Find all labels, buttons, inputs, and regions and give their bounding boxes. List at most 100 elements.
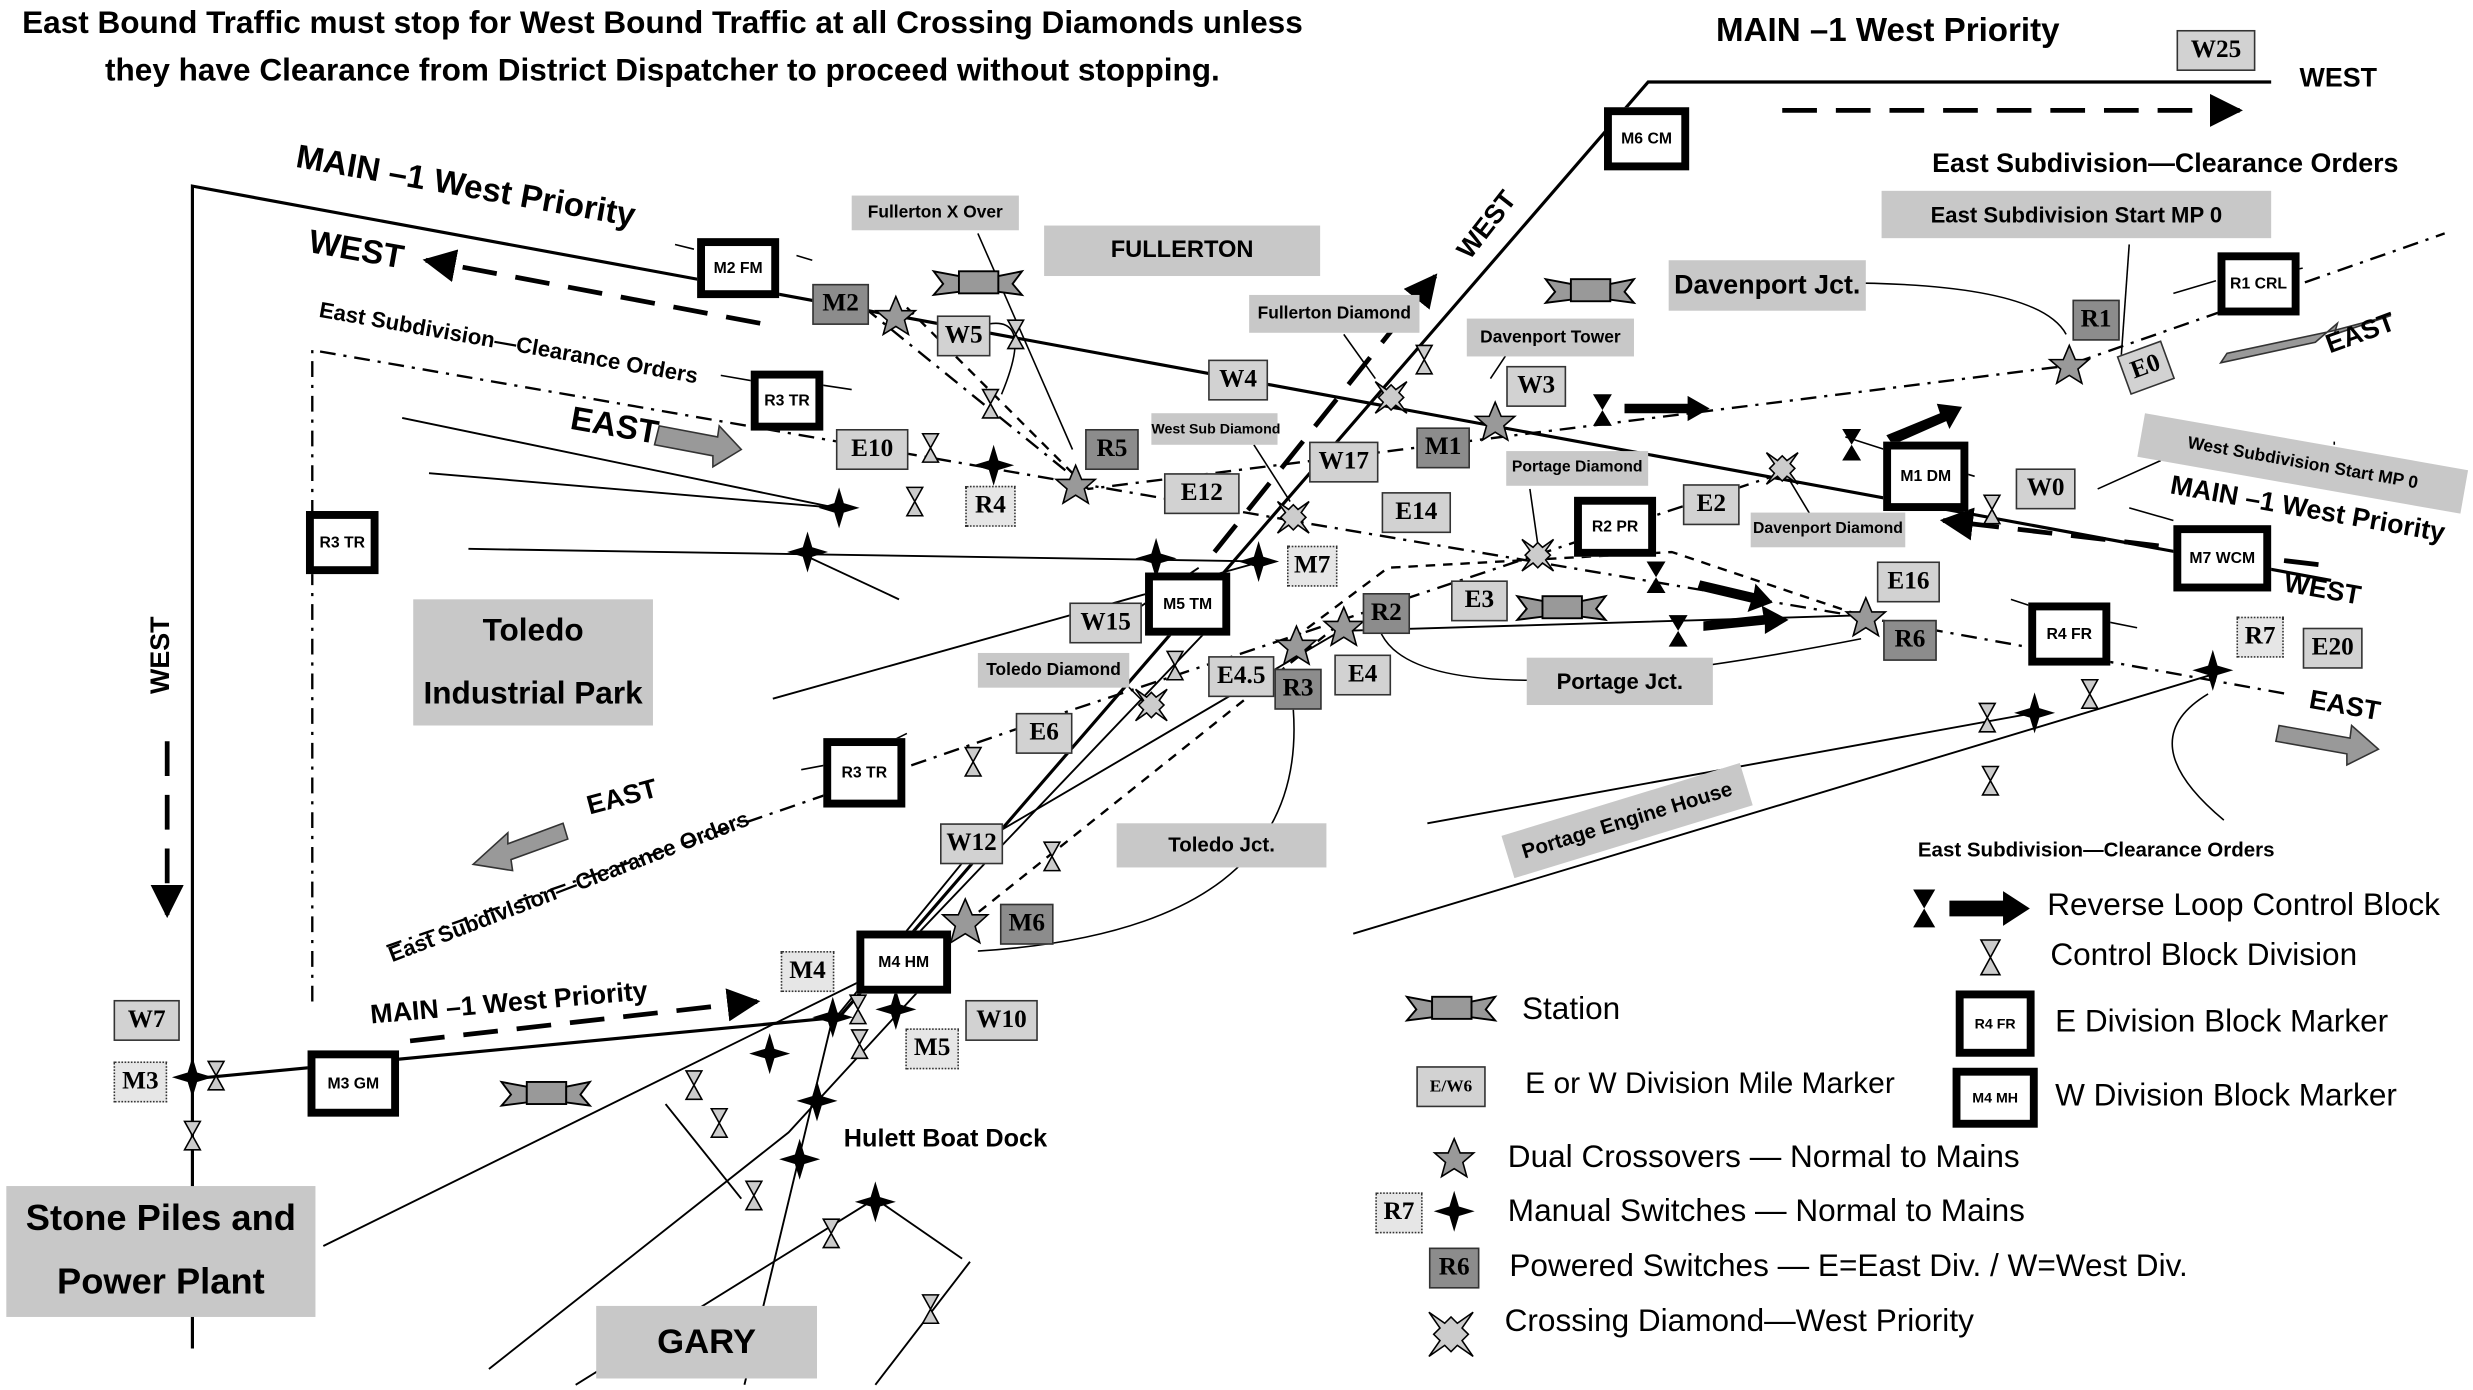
sub-line xyxy=(311,348,2288,1002)
fullerton-box: FULLERTON xyxy=(1044,225,1321,277)
control-block-icon xyxy=(684,1070,704,1101)
portage-diamond-box: Portage Diamond xyxy=(1506,451,1649,486)
direction-arrow xyxy=(409,988,761,1044)
station-icon xyxy=(931,269,1025,297)
crossing-diamond-icon xyxy=(1521,538,1555,572)
w-block-marker: M2 FM xyxy=(697,238,780,299)
davenport-tower-box: Davenport Tower xyxy=(1466,318,1634,357)
stone-line-1: Stone Piles and xyxy=(25,1197,296,1239)
manual-switch-icon xyxy=(973,444,1015,486)
legend-station-label: Station xyxy=(1521,992,1621,1027)
davenport-jct-box: Davenport Jct. xyxy=(1668,260,1866,311)
manual-switch-icon xyxy=(787,531,829,573)
crossover-star xyxy=(1844,595,1888,638)
legend-powered-switches-label: Powered Switches — E=East Div. / W=West … xyxy=(1509,1249,2188,1284)
powered-switch: R1 xyxy=(2072,299,2120,341)
east-sub-start-box: East Subdivision Start MP 0 xyxy=(1881,190,2272,239)
main-line-west xyxy=(190,184,2332,1349)
crossing-diamond-icon xyxy=(1765,452,1799,485)
davenport-diamond-label: Davenport Diamond xyxy=(1753,520,1903,538)
east-arrow xyxy=(2274,723,2380,767)
branch-line xyxy=(428,472,836,509)
branch-line xyxy=(1352,672,2217,935)
toledo-diamond-label: Toledo Diamond xyxy=(986,660,1121,680)
reverse-loop-icon xyxy=(1646,561,1773,612)
station-icon xyxy=(1514,594,1608,622)
portage-jct-label: Portage Jct. xyxy=(1556,668,1683,694)
mile-marker: E4.5 xyxy=(1208,656,1275,698)
east-arrow xyxy=(653,424,743,469)
west-arrow xyxy=(471,822,569,872)
e-block-marker: R3 TR xyxy=(305,511,379,575)
control-block-icon xyxy=(2080,678,2100,709)
gary-box: GARY xyxy=(596,1305,817,1379)
stone-line-2: Power Plant xyxy=(57,1260,265,1302)
w-block-marker: M4 HM xyxy=(856,930,952,994)
mile-marker: W4 xyxy=(1208,359,1269,401)
manual-switch-icon xyxy=(812,996,854,1038)
branch-line xyxy=(488,977,932,1370)
direction-arrow xyxy=(422,249,761,326)
legend-mile-marker-sample: E/W6 xyxy=(1416,1066,1486,1108)
toledo-jct-label: Toledo Jct. xyxy=(1168,832,1275,857)
mile-marker: W3 xyxy=(1506,365,1567,407)
crossover-star xyxy=(1053,463,1098,505)
manual-switch-icon xyxy=(854,1181,896,1223)
crossover-star xyxy=(940,897,990,945)
leader-line xyxy=(977,709,1295,952)
crossing-diamond-icon xyxy=(1276,500,1310,534)
control-block-icon xyxy=(921,432,940,463)
main-priority-label-ne: MAIN –1 West Priority xyxy=(1715,12,2060,49)
legend-dual-crossovers-label: Dual Crossovers — Normal to Mains xyxy=(1507,1140,2020,1176)
branch-line xyxy=(803,554,900,601)
manual-switch: M7 xyxy=(1286,545,1338,587)
leader-line xyxy=(1489,354,1507,379)
manual-switch-icon xyxy=(2014,692,2056,734)
station-icon xyxy=(1404,995,1498,1022)
mile-marker: E6 xyxy=(1015,712,1073,754)
mile-marker: E12 xyxy=(1163,473,1240,515)
manual-switch-icon xyxy=(1238,540,1280,582)
east-sub-clearance-label-low: East Subdivision—Clearance Orders xyxy=(1917,837,2275,862)
branch-line xyxy=(835,614,1870,1018)
powered-switch: R3 xyxy=(1274,668,1322,710)
mile-marker: W7 xyxy=(113,999,180,1041)
control-block-icon xyxy=(1165,650,1185,681)
control-block-icon xyxy=(1042,841,1062,872)
control-block-icon xyxy=(921,1294,940,1325)
w-block-marker: M5 TM xyxy=(1145,572,1231,636)
reverse-loop-icon xyxy=(1668,605,1789,647)
e-block-marker: R1 CRL xyxy=(2217,252,2300,316)
w-block-marker: M1 DM xyxy=(1883,441,1969,512)
legend-crossing-diamond-label: Crossing Diamond—West Priority xyxy=(1504,1304,1974,1340)
e-block-marker: R3 TR xyxy=(823,738,906,808)
mile-marker: W15 xyxy=(1069,602,1142,644)
west-arrow xyxy=(2218,314,2392,364)
mile-marker: W0 xyxy=(2015,468,2076,510)
control-block-icon xyxy=(206,1060,226,1091)
stone-piles-box: Stone Piles and Power Plant xyxy=(6,1186,316,1317)
mile-marker: E14 xyxy=(1381,492,1452,534)
control-block-icon xyxy=(1981,765,2000,796)
portage-diamond-label: Portage Diamond xyxy=(1511,458,1643,477)
reverse-loop-icon xyxy=(1842,403,1963,461)
branch-line xyxy=(401,417,837,509)
legend-powered-sample: R6 xyxy=(1428,1247,1480,1289)
portage-jct-box: Portage Jct. xyxy=(1526,657,1713,706)
manual-switch-icon xyxy=(875,988,917,1030)
legend-control-block-label: Control Block Division xyxy=(2050,938,2358,974)
control-block-icon xyxy=(981,388,1000,419)
manual-switch: M5 xyxy=(905,1028,959,1070)
west-vertical-label: WEST xyxy=(145,616,176,694)
crossing-diamond-icon xyxy=(1134,688,1168,722)
mile-marker: W12 xyxy=(940,823,1004,865)
manual-switch: R4 xyxy=(965,485,1016,527)
toledo-park-box: Toledo Industrial Park xyxy=(413,599,653,726)
manual-switch-icon xyxy=(2192,649,2234,691)
crossover-star xyxy=(2047,343,2091,386)
station-icon xyxy=(499,1080,593,1107)
branch-line xyxy=(468,547,1262,563)
station-icon xyxy=(1543,277,1637,305)
legend-diamond-icon xyxy=(1428,1311,1474,1358)
